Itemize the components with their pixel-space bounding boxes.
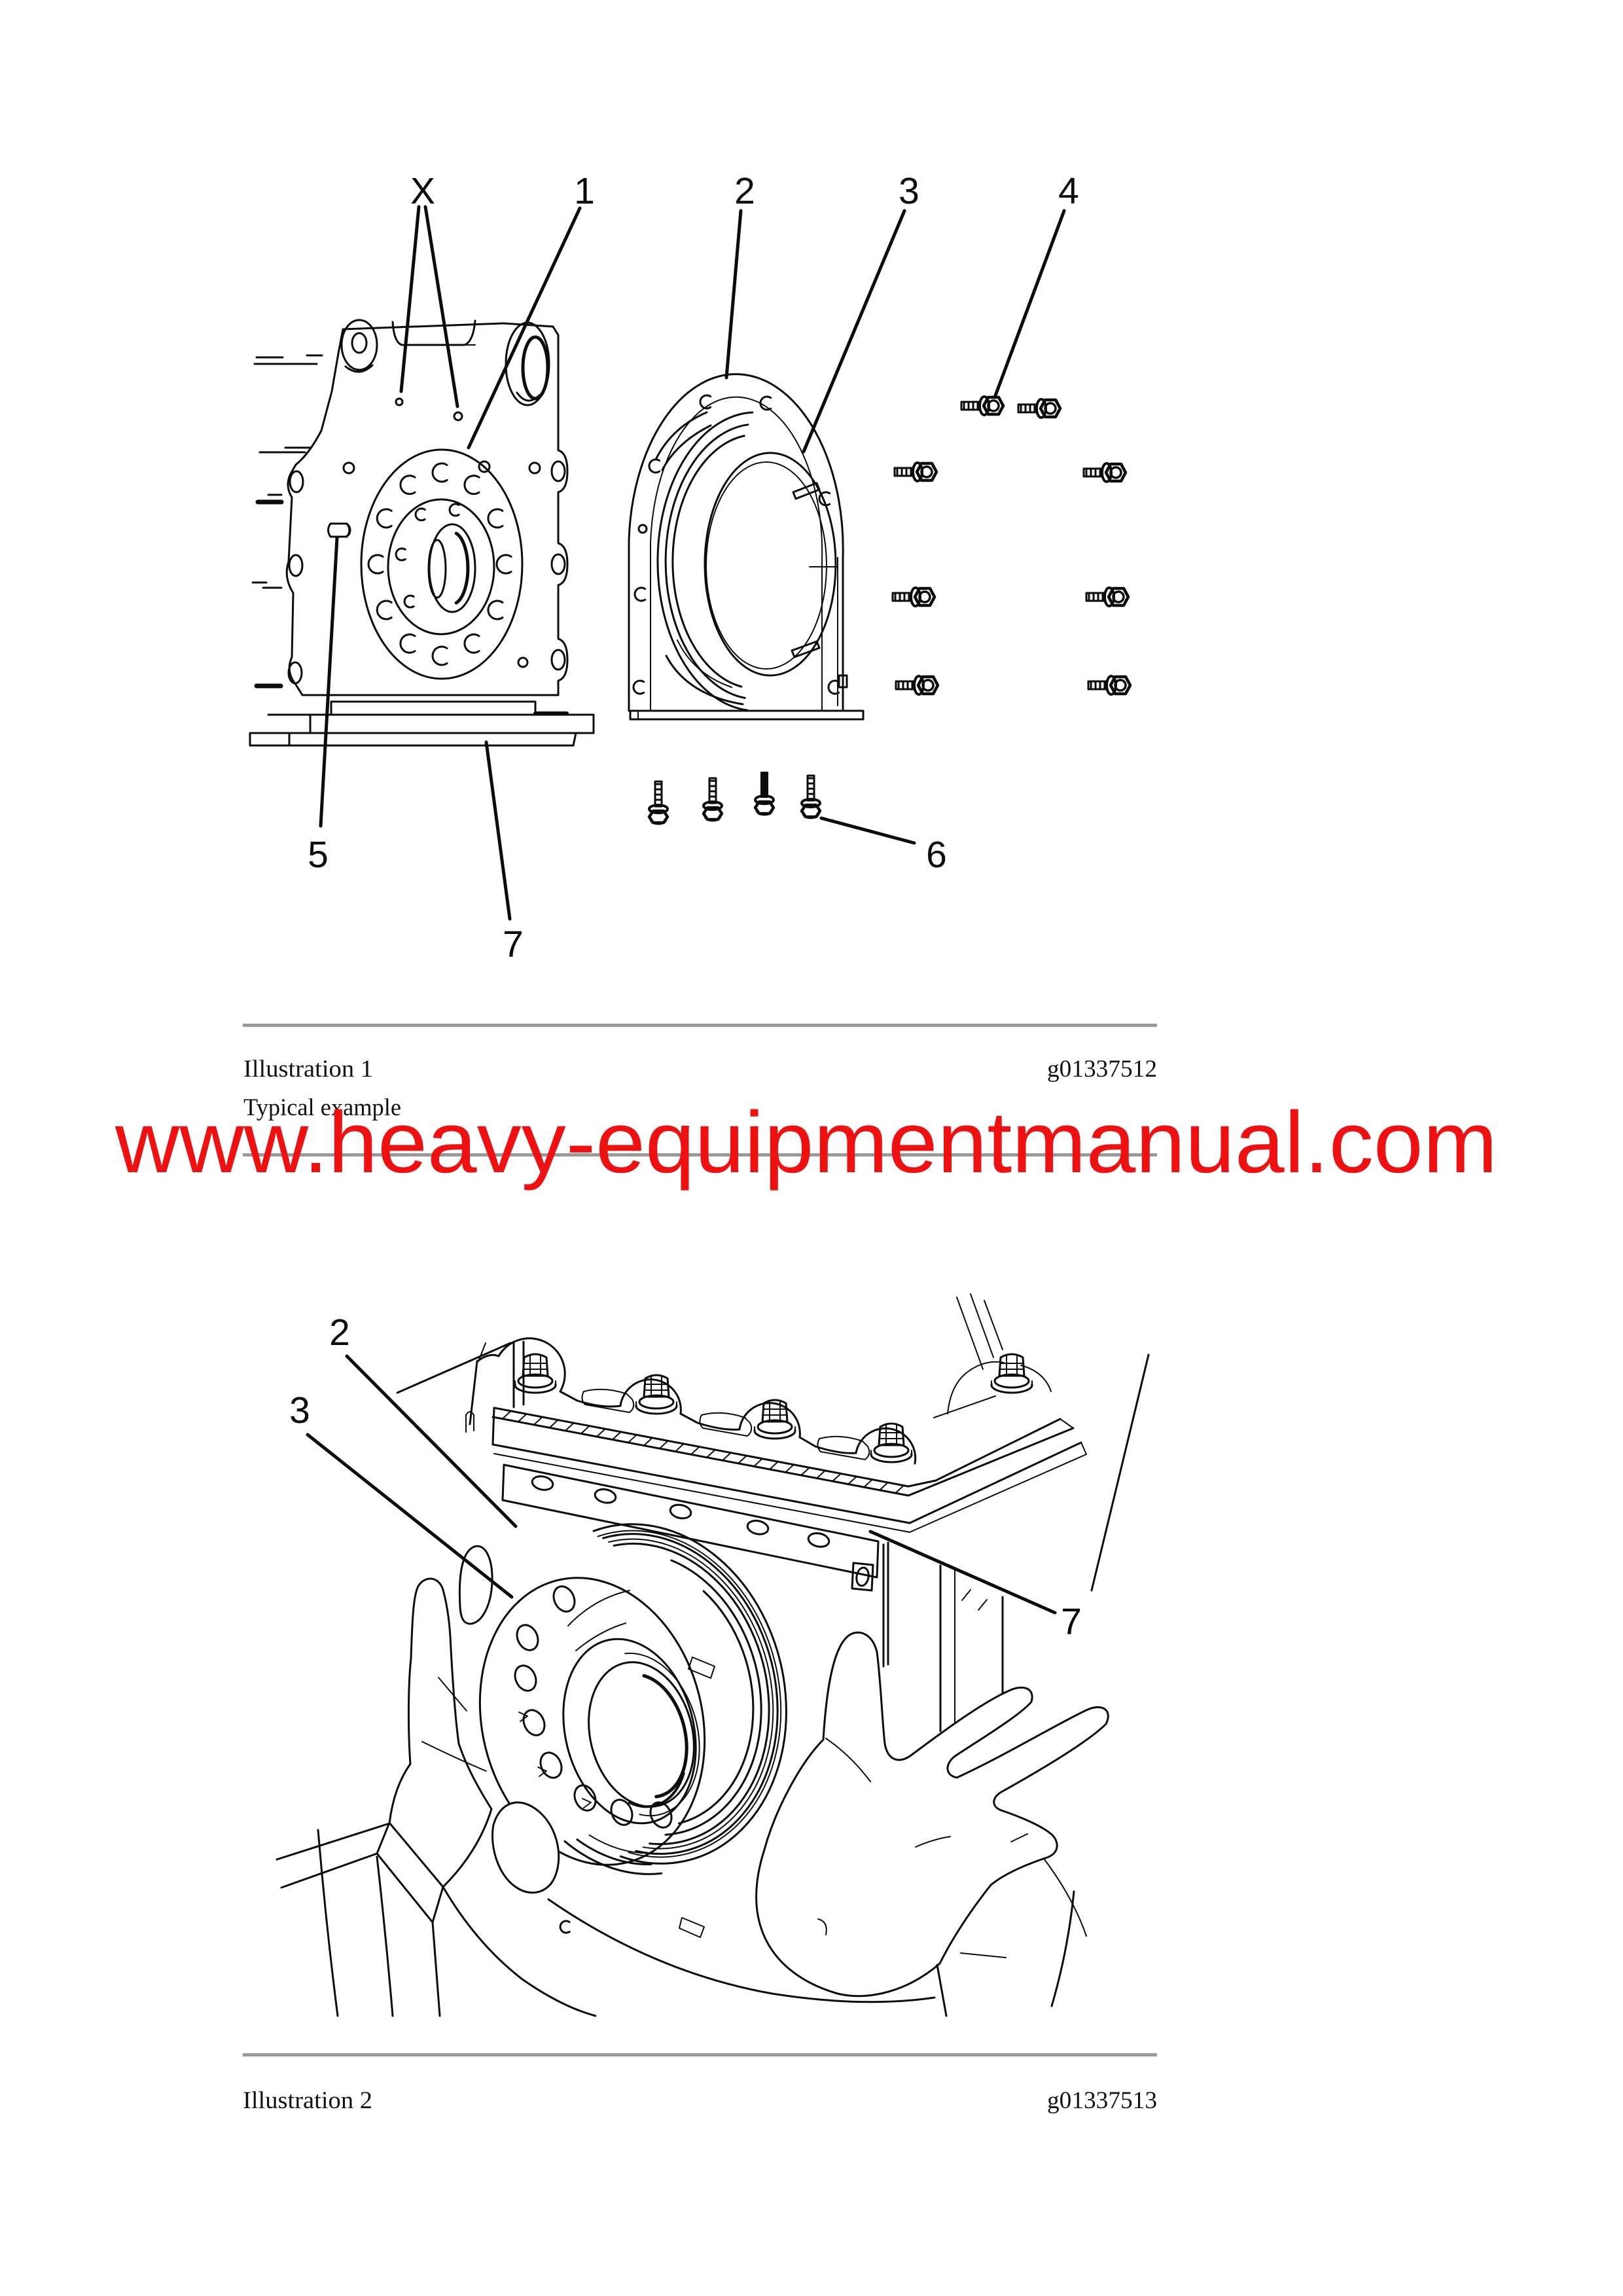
svg-text:www.heavy-equipmentmanual.com: www.heavy-equipmentmanual.com <box>115 1094 1497 1191</box>
svg-text:4: 4 <box>1058 170 1079 212</box>
svg-text:Illustration 1: Illustration 1 <box>243 1056 373 1083</box>
svg-text:1: 1 <box>574 170 595 212</box>
svg-text:6: 6 <box>926 834 947 876</box>
svg-text:7: 7 <box>1061 1601 1082 1643</box>
svg-text:2: 2 <box>734 170 755 212</box>
svg-text:g01337513: g01337513 <box>1047 2087 1157 2114</box>
svg-text:3: 3 <box>899 170 919 212</box>
svg-text:3: 3 <box>289 1390 310 1431</box>
svg-text:Typical example: Typical example <box>243 1094 401 1121</box>
svg-text:X: X <box>410 170 435 212</box>
svg-text:7: 7 <box>503 924 524 965</box>
svg-text:5: 5 <box>308 834 329 876</box>
svg-text:2: 2 <box>329 1312 350 1354</box>
svg-text:Illustration 2: Illustration 2 <box>243 2087 372 2114</box>
svg-text:g01337512: g01337512 <box>1047 1056 1157 1083</box>
